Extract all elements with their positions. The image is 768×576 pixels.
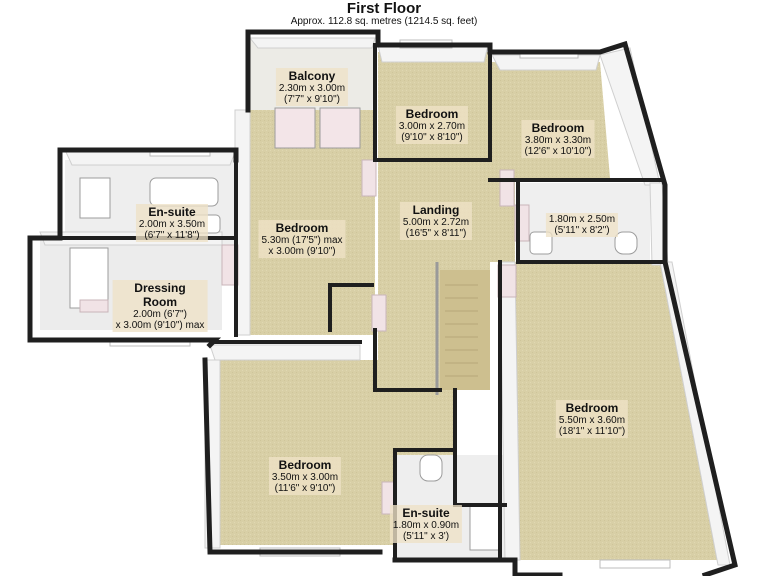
plan-title: First Floor bbox=[346, 0, 422, 17]
balcony-doors bbox=[274, 107, 316, 149]
shower-tray bbox=[79, 177, 111, 219]
room-dimensions-imperial: (9'10" x 8'10") bbox=[401, 132, 463, 143]
room-dimensions-imperial: (18'1" x 11'10") bbox=[558, 426, 626, 437]
room-dimensions-imperial: (6'7" x 11'8") bbox=[144, 230, 200, 241]
room-dimensions-metric: 5.50m x 3.60m bbox=[558, 415, 626, 426]
room-name: Bedroom bbox=[531, 121, 585, 135]
room-label-balcony: Balcony 2.30m x 3.00m (7'7" x 9'10") bbox=[275, 68, 349, 106]
fixtures bbox=[69, 107, 638, 551]
room-dimensions-imperial: (7'7" x 9'10") bbox=[284, 94, 340, 105]
room-dimensions-imperial: (12'6" x 10'10") bbox=[524, 146, 592, 157]
room-name: Bedroom bbox=[405, 107, 459, 121]
room-name: Bedroom bbox=[278, 458, 332, 472]
room-dimensions-metric: 2.00m (6'7") bbox=[133, 309, 187, 320]
room-dimensions-imperial: x 3.00m (9'10") bbox=[268, 246, 336, 257]
room-dimensions-metric: 3.80m x 3.30m bbox=[524, 135, 592, 146]
room-label-ensuite-left: En-suite 2.00m x 3.50m (6'7" x 11'8") bbox=[135, 204, 209, 242]
room-dimensions-metric: 2.30m x 3.00m bbox=[278, 83, 346, 94]
room-dimensions-metric: 3.00m x 2.70m bbox=[398, 121, 466, 132]
room-dimensions-metric: 2.00m x 3.50m bbox=[138, 219, 206, 230]
room-label-bedroom-main: Bedroom 5.30m (17'5") max x 3.00m (9'10"… bbox=[258, 220, 346, 258]
room-label-bathroom: 1.80m x 2.50m (5'11" x 8'2") bbox=[545, 213, 619, 237]
room-dimensions-imperial: x 3.00m (9'10") max bbox=[115, 320, 205, 331]
room-name: Bedroom bbox=[565, 401, 619, 415]
bath-tub bbox=[149, 177, 219, 207]
floor-stairs-well bbox=[440, 270, 490, 390]
ensuite-wc bbox=[419, 454, 443, 482]
room-label-bedroom-right: Bedroom 5.50m x 3.60m (18'1" x 11'10") bbox=[555, 400, 629, 438]
room-name: Landing bbox=[412, 203, 460, 217]
room-label-ensuite-bottom: En-suite 1.80m x 0.90m (5'11" x 3') bbox=[389, 505, 463, 543]
room-dimensions-imperial: (5'11" x 8'2") bbox=[554, 225, 610, 236]
room-label-bedroom-top-right: Bedroom 3.80m x 3.30m (12'6" x 10'10") bbox=[521, 120, 595, 158]
balcony-doors-right bbox=[319, 107, 361, 149]
bathroom-basin bbox=[529, 231, 553, 255]
room-name: En-suite bbox=[148, 205, 196, 219]
room-dimensions-imperial: (11'6" x 9'10") bbox=[274, 483, 336, 494]
room-name: Bedroom bbox=[275, 221, 329, 235]
plan-subtitle: Approx. 112.8 sq. metres (1214.5 sq. fee… bbox=[290, 16, 478, 27]
room-name: Balcony bbox=[288, 69, 336, 83]
room-dimensions-metric: 5.30m (17'5") max bbox=[261, 235, 343, 246]
room-label-bedroom-bottom-left: Bedroom 3.50m x 3.00m (11'6" x 9'10") bbox=[268, 457, 342, 495]
room-name: En-suite bbox=[402, 506, 450, 520]
bathroom-wc bbox=[614, 231, 638, 255]
ensuite-shower bbox=[469, 504, 501, 551]
room-dimensions-imperial: (16'5" x 8'11") bbox=[405, 228, 467, 239]
room-dimensions-metric: 1.80m x 0.90m bbox=[392, 520, 460, 531]
room-dimensions-imperial: (5'11" x 3') bbox=[402, 531, 450, 542]
room-label-landing: Landing 5.00m x 2.72m (16'5" x 8'11") bbox=[399, 202, 473, 240]
room-dimensions-metric: 1.80m x 2.50m bbox=[548, 214, 616, 225]
room-name: Dressing Room bbox=[134, 281, 186, 309]
room-dimensions-metric: 3.50m x 3.00m bbox=[271, 472, 339, 483]
wall-faces bbox=[39, 37, 731, 566]
staircase bbox=[435, 262, 478, 395]
room-label-bedroom-top: Bedroom 3.00m x 2.70m (9'10" x 8'10") bbox=[395, 106, 469, 144]
room-dimensions-metric: 5.00m x 2.72m bbox=[402, 217, 470, 228]
wardrobe-units bbox=[69, 247, 109, 309]
room-label-dressing-room: Dressing Room 2.00m (6'7") x 3.00m (9'10… bbox=[112, 280, 208, 332]
walls bbox=[27, 29, 738, 576]
